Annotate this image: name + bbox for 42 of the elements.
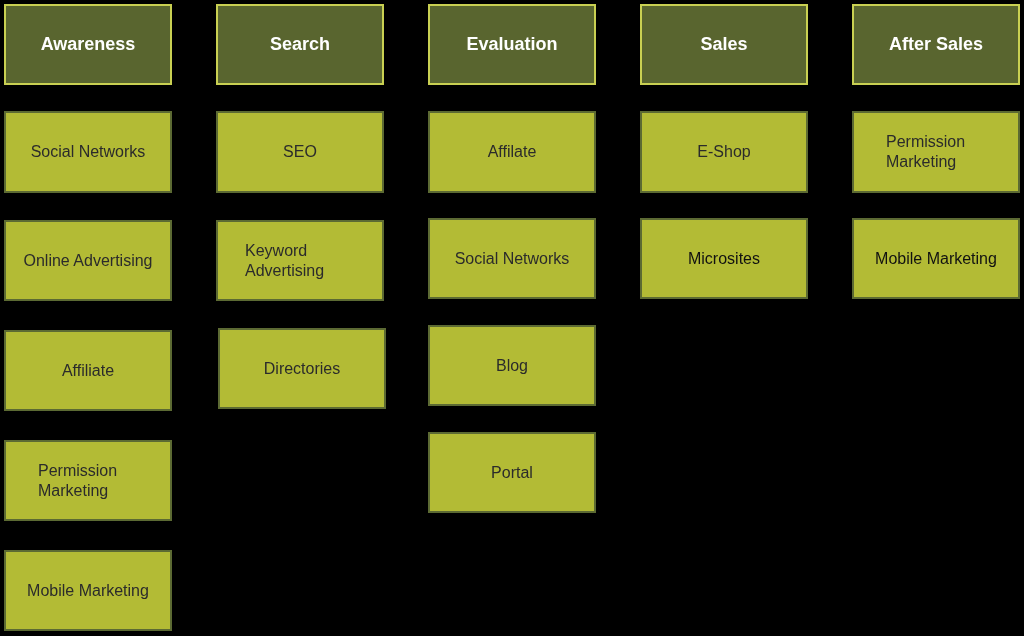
stage-header-box	[852, 4, 1020, 85]
channel-box	[4, 220, 172, 301]
channel-box	[216, 220, 384, 301]
channel-label: Microsites	[688, 248, 760, 269]
channel-box	[640, 111, 808, 193]
channel-label: Social Networks	[30, 142, 146, 162]
channel-label: Affilate	[487, 142, 537, 162]
channel-label: Keyword Advertising	[245, 240, 326, 281]
channel-label: Portal	[491, 462, 533, 483]
stage-title: Awareness	[40, 33, 136, 56]
channel-box	[216, 111, 384, 193]
channel-box	[428, 111, 596, 193]
stage-title: After Sales	[888, 33, 983, 56]
channel-label: Permission Marketing	[886, 132, 967, 172]
stage-header-box	[428, 4, 596, 85]
channel-box	[852, 218, 1020, 299]
stage-title: Evaluation	[466, 33, 558, 56]
stage-title: Search	[269, 33, 330, 56]
channel-label: Blog	[496, 355, 528, 376]
channel-box	[428, 325, 596, 406]
channel-label: SEO	[283, 142, 317, 162]
stage-header-box	[4, 4, 172, 85]
channel-box	[4, 330, 172, 411]
channel-box	[640, 218, 808, 299]
channel-label: Affiliate	[61, 360, 115, 381]
channel-box	[852, 111, 1020, 193]
stage-header-box	[640, 4, 808, 85]
channel-label: Online Advertising	[23, 250, 153, 271]
channel-box	[218, 328, 386, 409]
channel-box	[4, 111, 172, 193]
channel-label: E-Shop	[697, 142, 751, 162]
channel-label: Permission Marketing	[38, 460, 119, 501]
channel-box	[4, 550, 172, 631]
channel-label: Directories	[263, 358, 341, 379]
channel-box	[4, 440, 172, 521]
channel-label: Mobile Marketing	[27, 580, 149, 601]
channel-box	[428, 218, 596, 299]
channel-label: Social Networks	[454, 248, 570, 269]
channel-label: Mobile Marketing	[875, 248, 997, 269]
stage-header-box	[216, 4, 384, 85]
channel-box	[428, 432, 596, 513]
stage-title: Sales	[700, 33, 748, 56]
